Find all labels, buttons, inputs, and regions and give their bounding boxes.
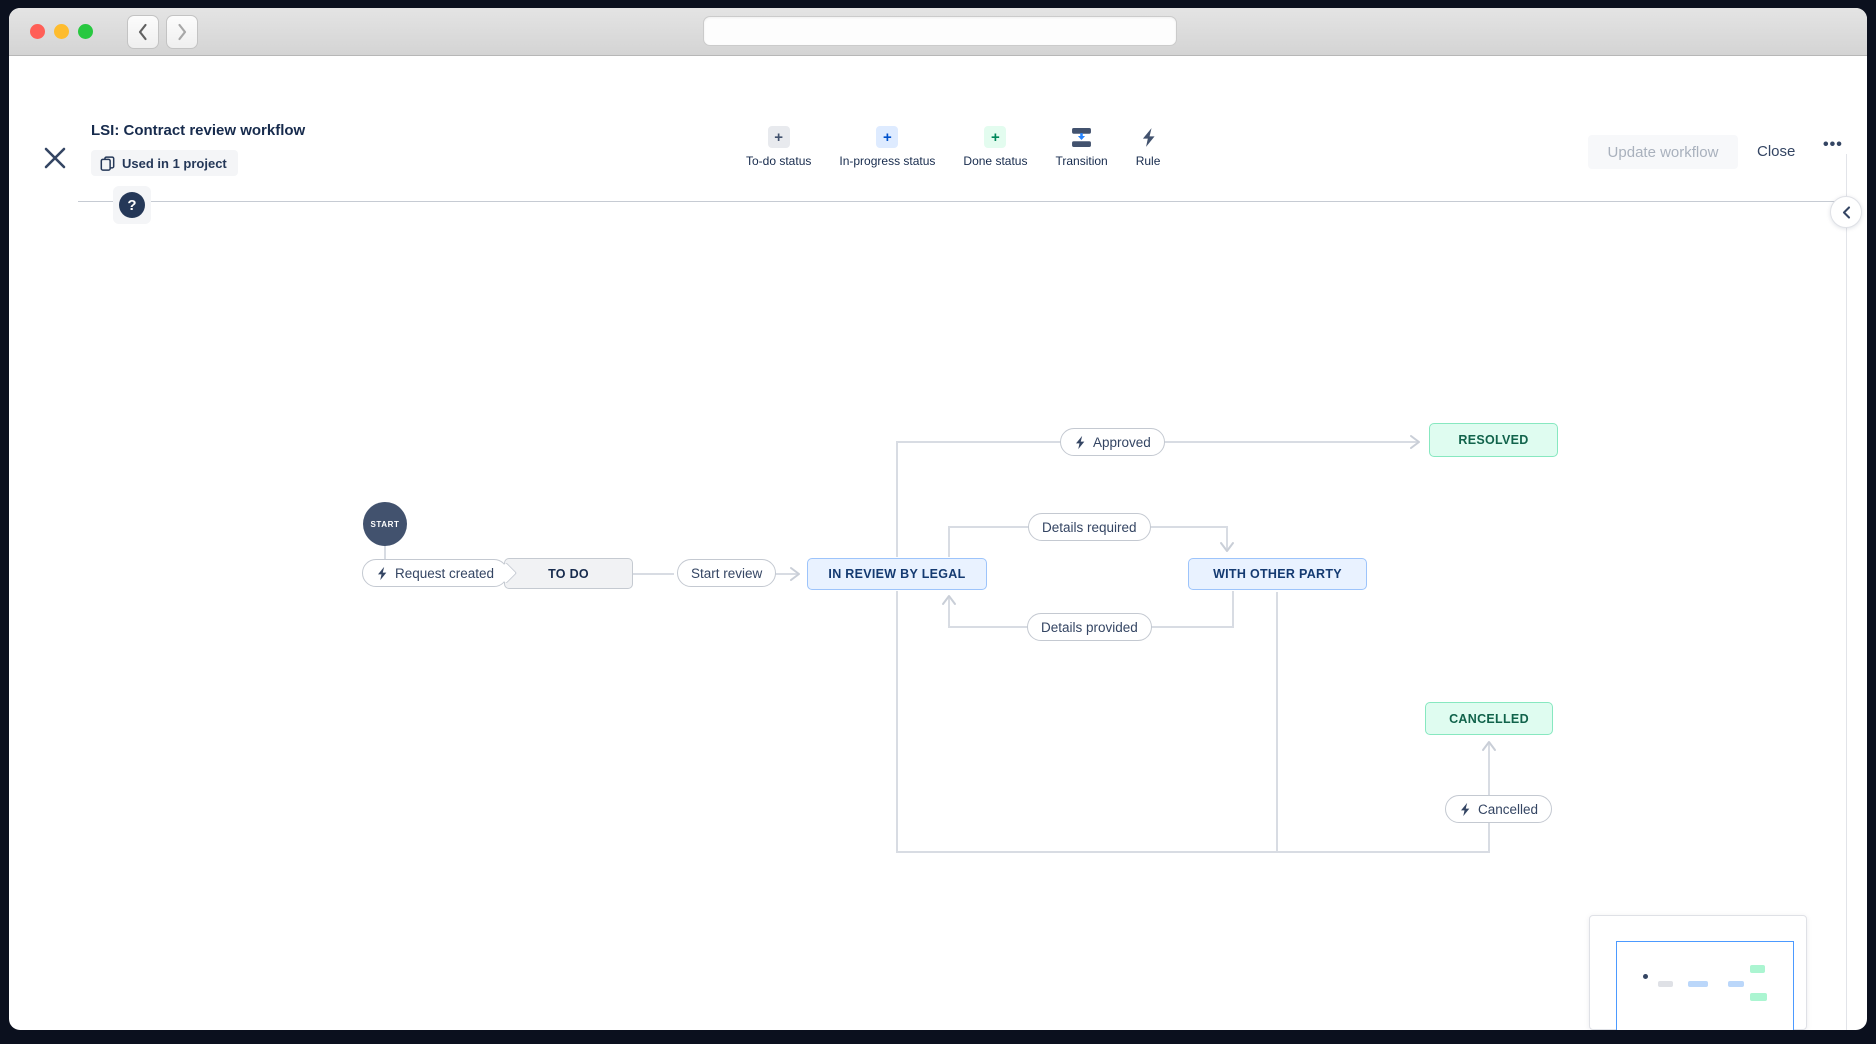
panel-divider — [1846, 154, 1847, 1030]
titlebar — [9, 8, 1867, 56]
chevron-left-icon — [138, 23, 147, 41]
minimap-status-resolved — [1750, 965, 1765, 973]
tool-label: Transition — [1055, 154, 1108, 168]
status-node-cancelled[interactable]: CANCELLED — [1425, 702, 1553, 735]
maximize-window-button[interactable] — [78, 24, 93, 39]
add-inprogress-status-button[interactable]: + In-progress status — [839, 126, 935, 168]
rule-bolt-icon — [1076, 435, 1085, 449]
arrowhead-down — [1220, 542, 1234, 552]
help-button[interactable]: ? — [113, 186, 151, 224]
rule-bolt-icon — [1461, 802, 1470, 816]
update-workflow-button[interactable]: Update workflow — [1588, 135, 1738, 169]
close-editor-icon[interactable] — [41, 144, 69, 172]
copy-icon — [100, 155, 115, 171]
plus-icon: + — [876, 126, 899, 148]
collapse-panel-button[interactable] — [1830, 196, 1862, 228]
edge-approved — [896, 441, 1418, 557]
plus-icon: + — [984, 126, 1007, 148]
transition-request-created[interactable]: Request created — [362, 559, 509, 587]
status-node-resolved[interactable]: RESOLVED — [1429, 423, 1558, 457]
add-transition-button[interactable]: Transition — [1055, 126, 1108, 168]
plus-icon: + — [767, 126, 790, 148]
close-window-button[interactable] — [30, 24, 45, 39]
transition-label: Cancelled — [1478, 801, 1539, 817]
status-node-todo[interactable]: TO DO — [504, 558, 633, 589]
status-node-with-other-party[interactable]: WITH OTHER PARTY — [1188, 558, 1367, 590]
minimap-status-inreview — [1688, 981, 1708, 987]
tool-label: In-progress status — [839, 154, 936, 168]
tool-label: To-do status — [746, 154, 812, 168]
add-done-status-button[interactable]: + Done status — [963, 126, 1027, 168]
minimap[interactable] — [1589, 915, 1807, 1030]
minimap-start-dot — [1643, 974, 1648, 979]
status-node-in-review-by-legal[interactable]: IN REVIEW BY LEGAL — [807, 558, 987, 590]
chevron-right-icon — [178, 23, 187, 41]
transition-details-required[interactable]: Details required — [1028, 513, 1151, 541]
header-divider — [78, 201, 1846, 202]
arrowhead-right — [1410, 435, 1420, 449]
titlebar-search-field[interactable] — [703, 16, 1177, 46]
arrowhead-up — [942, 595, 956, 605]
page-title: LSI: Contract review workflow — [91, 122, 306, 139]
tool-label: Done status — [963, 154, 1028, 168]
question-mark-icon: ? — [119, 192, 145, 218]
transition-label: Details provided — [1041, 619, 1138, 635]
arrowhead-right — [790, 567, 800, 581]
transition-label: Approved — [1093, 434, 1151, 450]
palette-toolbar: + To-do status + In-progress status + Do… — [746, 126, 1160, 168]
arrowhead-up — [1482, 741, 1496, 751]
add-todo-status-button[interactable]: + To-do status — [746, 126, 811, 168]
edge-cancelled-main — [896, 591, 1490, 853]
transition-label: Details required — [1042, 519, 1137, 535]
transition-icon — [1071, 126, 1093, 148]
app-window: LSI: Contract review workflow Used in 1 … — [9, 8, 1867, 1030]
transition-details-provided[interactable]: Details provided — [1027, 613, 1152, 641]
transition-label: Request created — [395, 565, 495, 581]
workflow-editor-header: LSI: Contract review workflow Used in 1 … — [9, 56, 1867, 202]
browser-forward-button[interactable] — [166, 15, 198, 49]
transition-label: Start review — [691, 565, 763, 581]
usage-badge[interactable]: Used in 1 project — [91, 150, 238, 176]
minimize-window-button[interactable] — [54, 24, 69, 39]
close-button[interactable]: Close — [1757, 143, 1796, 160]
tool-label: Rule — [1135, 154, 1161, 168]
rule-bolt-icon — [1137, 126, 1159, 148]
more-options-button[interactable]: ••• — [1823, 136, 1843, 153]
browser-back-button[interactable] — [127, 15, 159, 49]
chevron-left-icon — [1842, 205, 1850, 219]
transition-start-review[interactable]: Start review — [677, 559, 777, 587]
minimap-status-cancelled — [1750, 993, 1767, 1001]
minimap-status-withotherparty — [1728, 981, 1744, 987]
rule-bolt-icon — [378, 566, 387, 580]
transition-approved[interactable]: Approved — [1060, 428, 1165, 456]
start-node[interactable]: START — [363, 502, 407, 546]
transition-cancelled[interactable]: Cancelled — [1445, 795, 1553, 823]
add-rule-button[interactable]: Rule — [1135, 126, 1161, 168]
usage-badge-label: Used in 1 project — [122, 155, 227, 171]
minimap-status-todo — [1658, 981, 1673, 987]
